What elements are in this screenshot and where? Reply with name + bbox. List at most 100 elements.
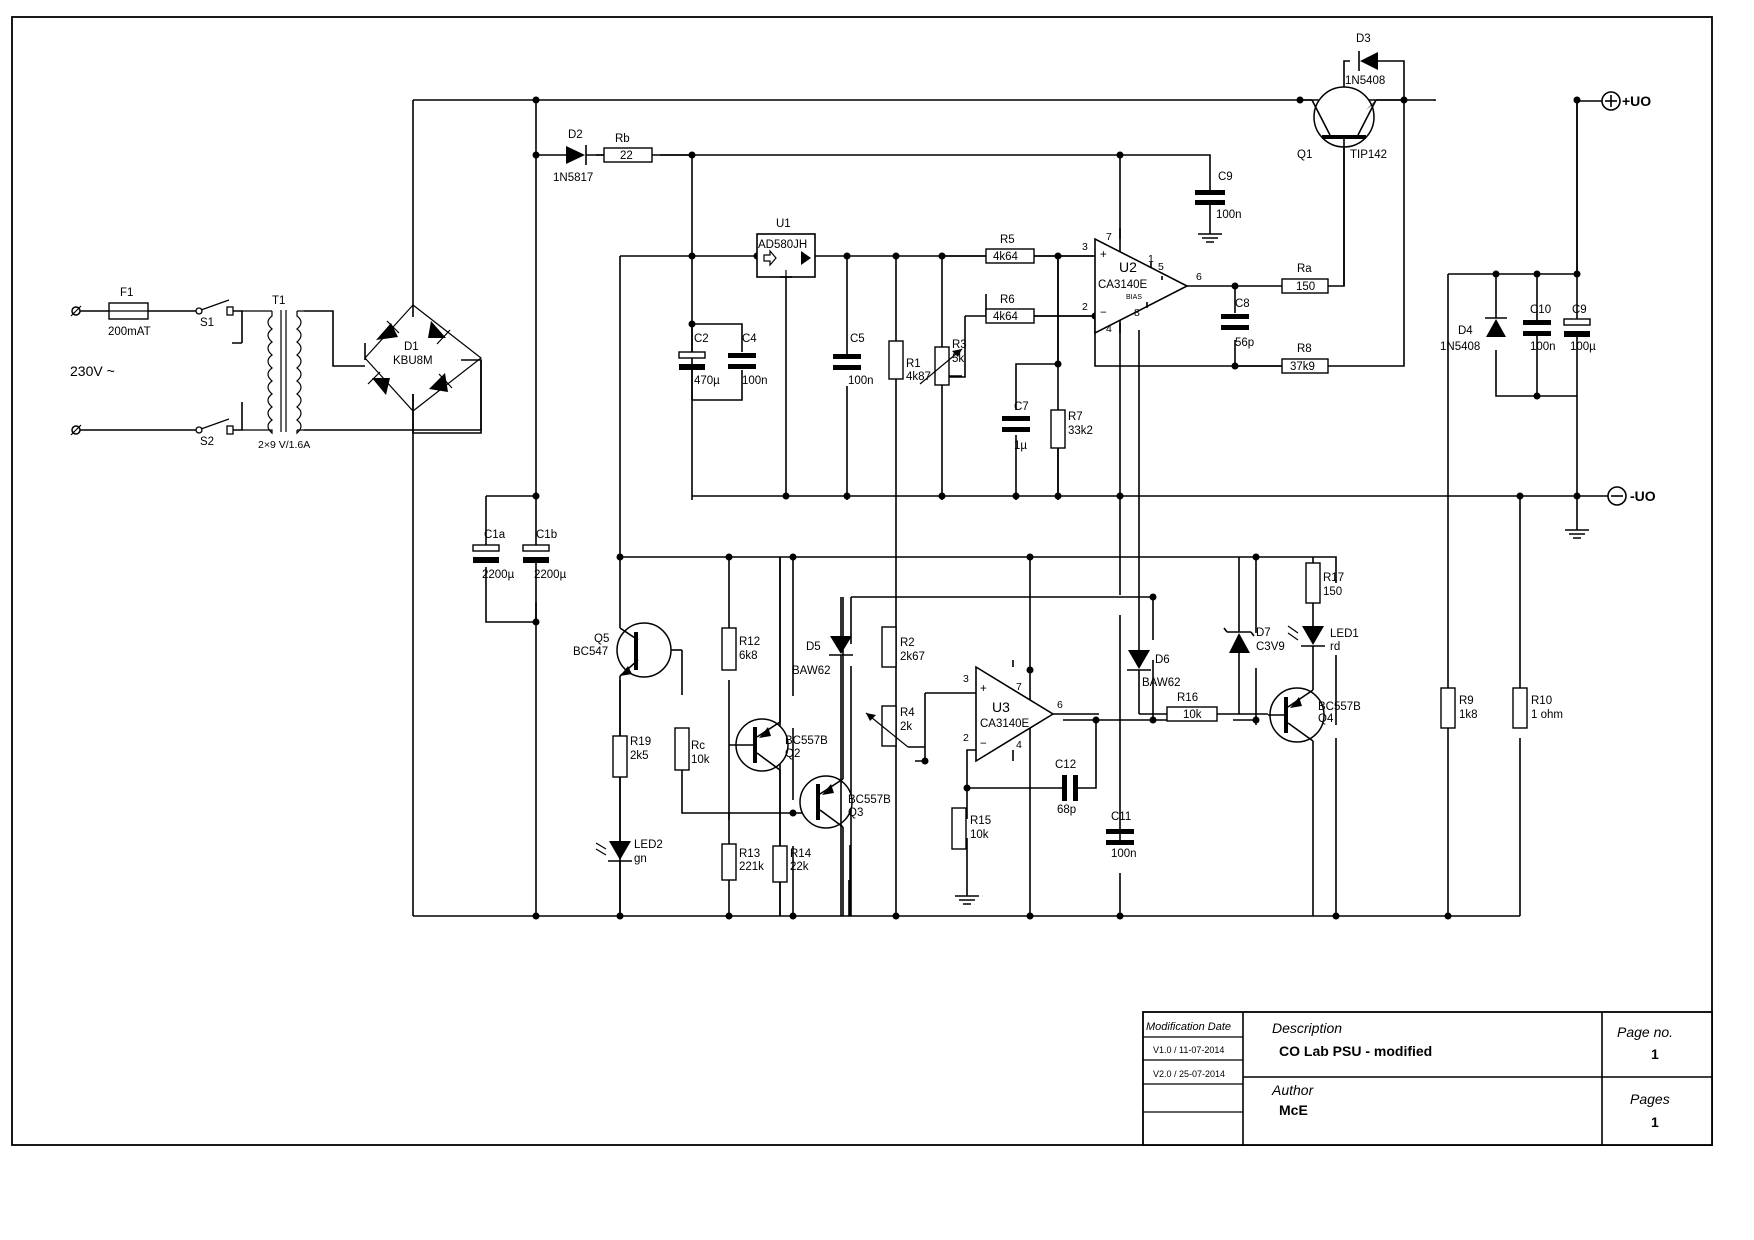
pos-output-label: +UO [1622,93,1651,109]
R19-ref: R19 [630,736,651,748]
switch-S1 [195,299,234,316]
ground-icon [1565,522,1589,539]
title-block [1142,1011,1713,1146]
ground-icon [1198,222,1222,243]
R15-value: 10k [970,829,989,841]
diode-D3 [1358,51,1378,71]
R6-value: 4k64 [993,311,1019,323]
C5-value: 100n [848,375,874,387]
LED1-value: rd [1330,641,1340,653]
C7-ref: C7 [1014,401,1029,413]
pages-label: Pages [1630,1091,1670,1107]
Ra-value: 150 [1296,281,1315,293]
resistor-R12 [721,627,737,671]
resistor-R5 [985,248,1035,264]
potentiometer-R4 [865,705,909,748]
R1-value: 4k87 [906,371,931,383]
S2-ref: S2 [200,436,214,448]
R14-ref: R14 [790,848,812,860]
Q5-value: BC547 [573,646,608,658]
Q1-ref: Q1 [1297,149,1312,161]
F1-value: 200mAT [108,326,151,338]
D7-value: C3V9 [1256,641,1285,653]
U2-pin7: 7 [1106,231,1112,243]
F1-ref: F1 [120,287,133,299]
U3-value: CA3140E [980,718,1030,730]
U2-minus: − [1100,307,1107,319]
opamp-U3 [975,660,1099,763]
T1-value: 2×9 V/1.6A [258,439,310,451]
diode-D5 [829,597,853,916]
capacitor-C12 [1062,775,1078,801]
neg-output-label: -UO [1630,488,1656,504]
capacitor-C7 [1002,416,1030,432]
Q2-value: BC557B [785,735,828,747]
author-label: Author [1271,1082,1315,1098]
R2-value: 2k67 [900,651,925,663]
transistor-Q2 [729,557,789,813]
diode-D2 [566,145,587,165]
R3-value: 5k [952,353,964,365]
D6-ref: D6 [1155,654,1170,666]
potentiometer-R3 [919,346,963,386]
R4-ref: R4 [900,707,915,719]
R5-ref: R5 [1000,234,1015,246]
R12-value: 6k8 [739,650,758,662]
capacitor-C10 [1523,320,1551,336]
wires [76,60,1617,917]
drawing-frame [11,16,1713,1146]
U3-minus: − [980,738,987,750]
Ra-ref: Ra [1297,263,1312,275]
switch-S2 [195,418,234,435]
U2-pin4: 4 [1106,323,1112,335]
U3-pin6: 6 [1057,699,1063,711]
capacitor-C9-electrolytic [1563,318,1591,337]
resistor-R2 [881,626,897,668]
D6-value: BAW62 [1142,677,1181,689]
R8-value: 37k9 [1290,361,1315,373]
D4-ref: D4 [1458,325,1473,337]
C12-ref: C12 [1055,759,1076,771]
U2-value: CA3140E [1098,279,1148,291]
U3-plus: + [980,683,987,695]
Q2-ref: Q2 [785,748,800,760]
neg-output-terminal [1607,486,1627,506]
zener-D7 [1223,557,1255,714]
R16-value: 10k [1183,709,1202,721]
diode-D6 [1127,330,1151,714]
D4-value: 1N5408 [1440,341,1480,353]
R17-ref: R17 [1323,572,1344,584]
transistor-Q3 [799,597,853,916]
Rb-ref: Rb [615,133,630,145]
page-no-label: Page no. [1617,1024,1673,1040]
pages-value: 1 [1651,1114,1659,1130]
D1-ref: D1 [404,341,419,353]
U2-ref: U2 [1119,259,1137,275]
U2-pin2: 2 [1082,301,1088,313]
LED1-ref: LED1 [1330,628,1359,640]
C2-ref: C2 [694,333,709,345]
Rc-ref: Rc [691,740,705,752]
U3-pin4: 4 [1016,739,1022,751]
resistor-R17 [1305,562,1321,604]
U2-pin6: 6 [1196,271,1202,283]
C4-value: 100n [742,375,768,387]
U2-pin3: 3 [1082,241,1088,253]
C9-bottom-value: 100µ [1570,341,1596,353]
S1-ref: S1 [200,317,214,329]
page-no-value: 1 [1651,1046,1659,1062]
R14-value: 22k [790,861,809,873]
C5-ref: C5 [850,333,865,345]
fuse-F1 [108,302,149,320]
mains-terminal-top [70,305,82,317]
resistor-R14 [772,845,788,883]
D3-value: 1N5408 [1345,75,1385,87]
C4-ref: C4 [742,333,757,345]
modification-row-2: V2.0 / 25-07-2014 [1153,1069,1225,1079]
U2-pin5: 5 [1158,261,1164,273]
pos-output-terminal [1601,91,1621,111]
resistor-R19 [612,735,628,778]
R8-ref: R8 [1297,343,1312,355]
R10-value: 1 ohm [1531,709,1563,721]
